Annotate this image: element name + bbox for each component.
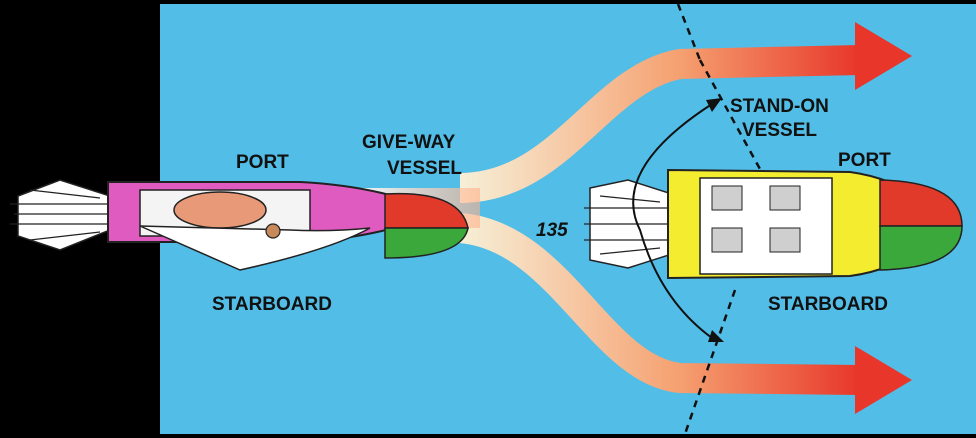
giveway-port-label: PORT: [236, 152, 289, 173]
angle-label: 135: [536, 220, 568, 241]
sector-arc: [632, 98, 724, 342]
arrowhead-lower: [855, 346, 912, 414]
giveway-vessel: [10, 179, 469, 271]
giveway-console: [173, 191, 267, 229]
arc-arrowhead-bottom: [708, 330, 724, 342]
seat-2: [769, 185, 801, 211]
standon-wake: [584, 179, 673, 269]
standon-port-label: PORT: [838, 150, 891, 171]
course-arrow-upper: [459, 45, 861, 203]
standon-starboard-light: [879, 225, 963, 271]
seat-4: [769, 227, 801, 253]
giveway-starboard-light: [384, 227, 469, 259]
giveway-windshield: [139, 225, 371, 271]
giveway-starboard-label: STARBOARD: [212, 294, 332, 315]
giveway-title-line1: GIVE-WAY: [362, 132, 456, 153]
arc-arrowhead-top: [706, 98, 722, 112]
giveway-wheel-icon: [265, 223, 281, 239]
seat-3: [711, 227, 743, 253]
wake-lines-icon: [10, 189, 110, 241]
wake-lines-icon: [584, 195, 672, 255]
arrowhead-upper: [855, 22, 912, 90]
sector-line: [676, 3, 702, 61]
course-arrow-lower: [458, 213, 861, 395]
standon-title-line2: VESSEL: [742, 120, 817, 141]
standon-vessel: [584, 168, 963, 280]
giveway-title-line2: VESSEL: [387, 158, 462, 179]
seat-1: [711, 185, 743, 211]
giveway-wake: [10, 179, 111, 251]
double-arrow-arc-icon: [632, 103, 713, 339]
standon-title-line1: STAND-ON: [730, 96, 829, 117]
standon-starboard-label: STARBOARD: [768, 294, 888, 315]
